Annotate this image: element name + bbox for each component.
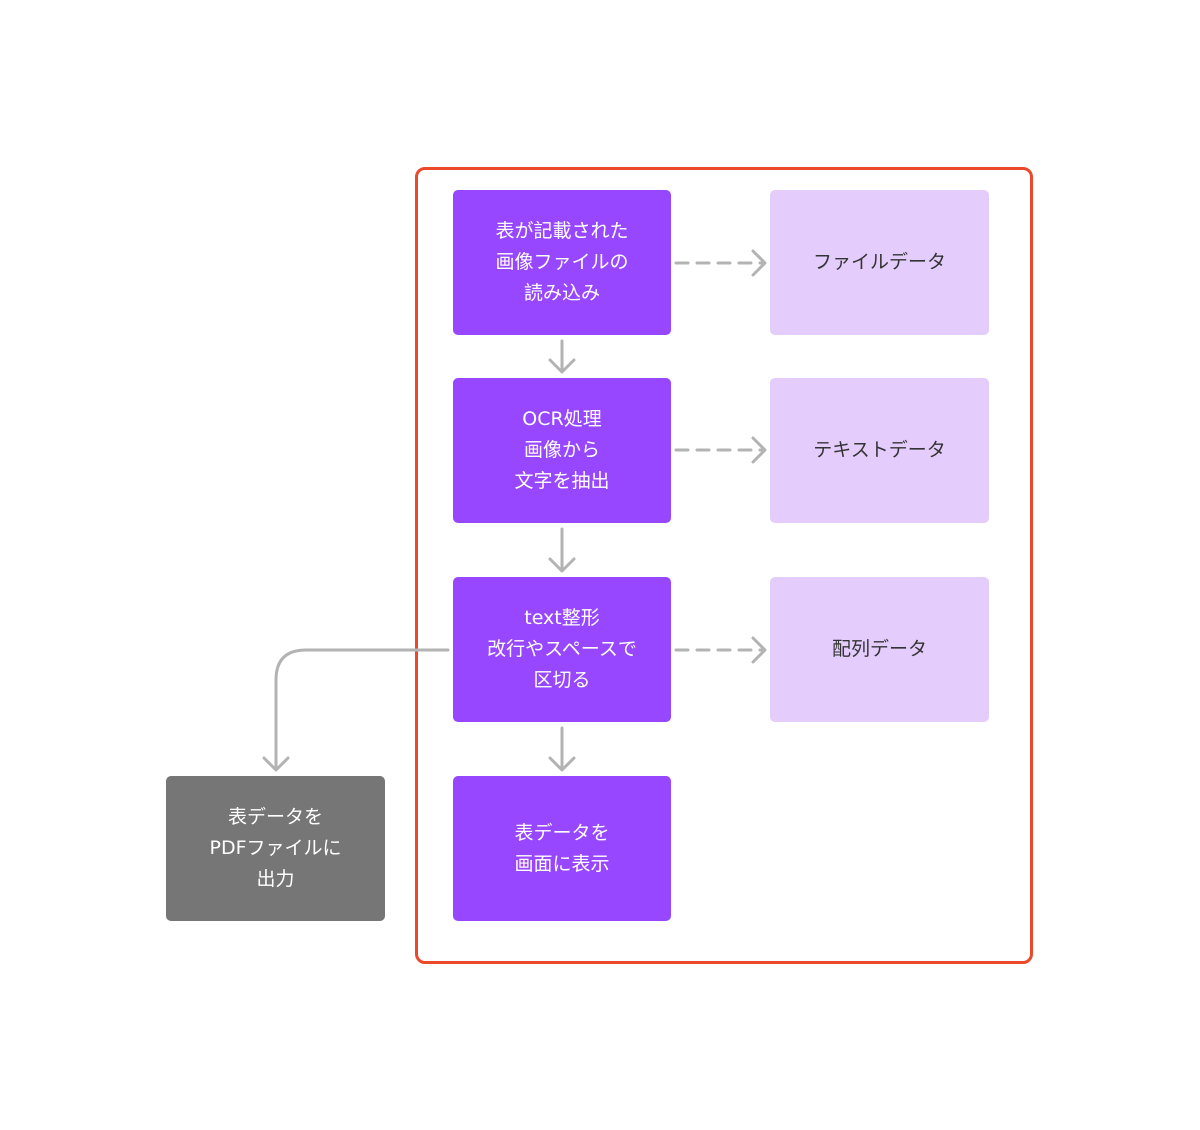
data-output-label: 配列データ [831,638,927,660]
external-output-line: 表データを [227,806,323,828]
data-output-file-data: ファイルデータ [770,190,989,335]
process-step-line: 画像から [523,439,600,461]
data-output-label: ファイルデータ [812,251,946,273]
process-step-load-image: 表が記載された 画像ファイルの 読み込み [453,190,671,335]
process-step-line: 画面に表示 [514,852,610,875]
process-step-line: OCR処理 [522,408,602,430]
external-output-pdf: 表データを PDFファイルに 出力 [166,776,385,921]
system-boundary-frame [415,167,1033,964]
data-output-text-data: テキストデータ [770,378,989,523]
external-output-line: 出力 [256,868,295,890]
process-step-format-text: text整形 改行やスペースで 区切る [453,577,671,722]
external-output-line: PDFファイルに [209,837,342,859]
data-output-label: テキストデータ [813,439,946,461]
process-step-line: 区切る [533,669,591,691]
process-step-line: 読み込み [523,282,600,304]
process-step-line: 画像ファイルの [495,251,629,273]
process-step-line: 文字を抽出 [514,470,610,492]
process-step-line: 表データを [514,821,610,844]
process-step-line: 改行やスペースで [487,638,637,660]
process-step-display-table: 表データを 画面に表示 [453,776,671,921]
process-step-line: text整形 [524,607,600,629]
process-step-ocr: OCR処理 画像から 文字を抽出 [453,378,671,523]
process-step-line: 表が記載された [495,220,629,242]
data-output-array-data: 配列データ [770,577,989,722]
